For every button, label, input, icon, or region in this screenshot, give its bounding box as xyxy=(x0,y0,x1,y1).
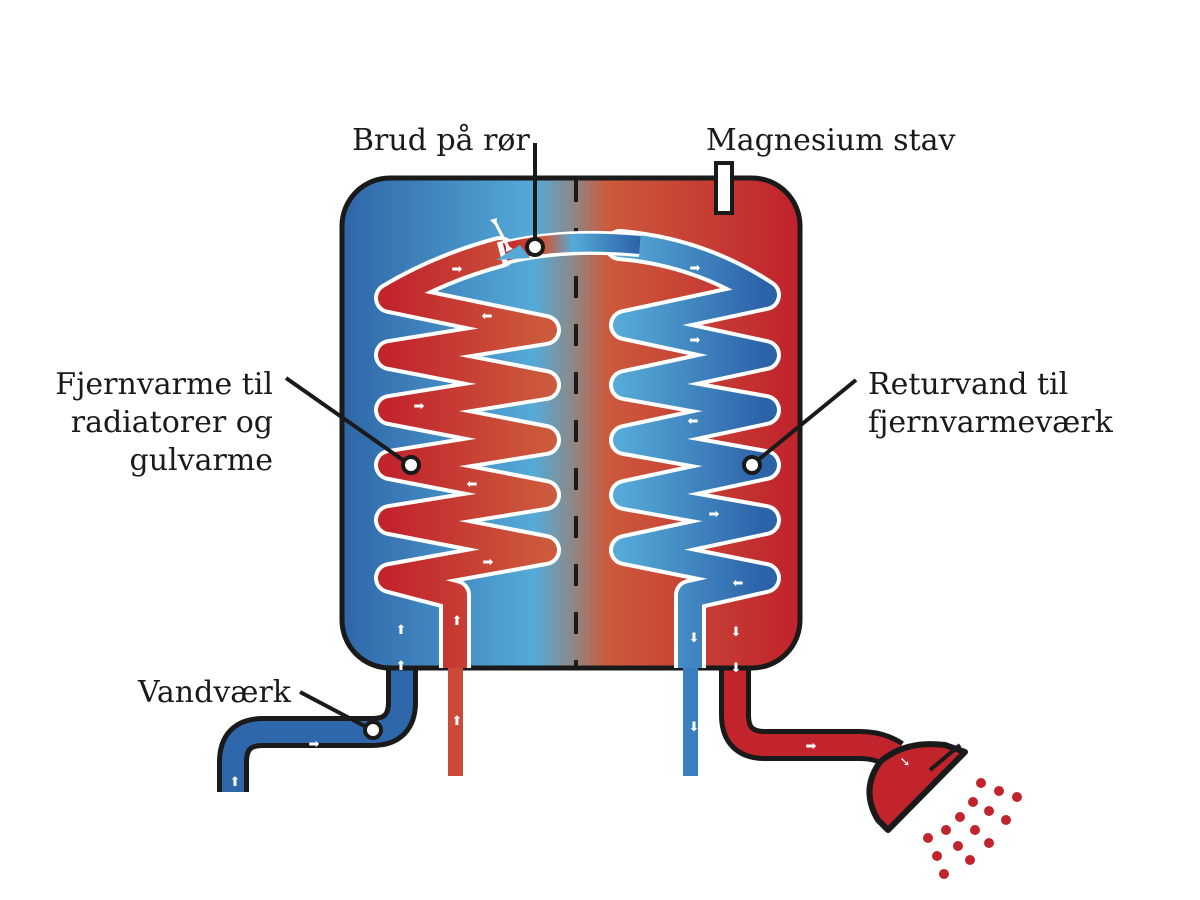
svg-text:⬆: ⬆ xyxy=(452,614,463,629)
svg-text:⬆: ⬆ xyxy=(396,659,407,674)
left-heat-exchanger-coil xyxy=(374,236,561,668)
right-heat-exchanger-coil xyxy=(604,229,781,668)
callout-dot-pipe-break xyxy=(525,237,545,257)
callout-lines xyxy=(284,143,858,732)
callout-dot-waterworks xyxy=(363,720,383,740)
svg-text:➘: ➘ xyxy=(900,755,911,770)
svg-text:⬅: ⬅ xyxy=(733,576,744,591)
supply-pipe-leg xyxy=(448,668,463,776)
svg-text:⬇: ⬇ xyxy=(689,631,700,646)
label-supply-line-3: gulvarme xyxy=(130,443,274,478)
svg-text:⬇: ⬇ xyxy=(731,661,742,676)
svg-text:➡: ➡ xyxy=(452,262,463,277)
hot-water-outlet-pipe xyxy=(719,650,904,769)
svg-text:⬆: ⬆ xyxy=(452,714,463,729)
svg-text:⬅: ⬅ xyxy=(482,309,493,324)
flow-arrows: ➡ ⬅ ➡ ⬅ ➡ ➡ ➡ ⬅ ➡ ⬅ ⬆ ⬆ ⬆ ⬆ ⬆ ➡ ⬇ ⬇ ⬇ ⬇ ➡ ➘ xyxy=(230,261,911,790)
svg-text:➡: ➡ xyxy=(709,507,720,522)
label-return-line-1: Returvand til xyxy=(868,367,1068,402)
callout-dot-return xyxy=(742,455,762,475)
svg-text:⬅: ⬅ xyxy=(467,477,478,492)
leak-spray xyxy=(496,245,530,260)
svg-text:➡: ➡ xyxy=(806,739,817,754)
svg-text:➡: ➡ xyxy=(483,555,494,570)
water-droplets xyxy=(923,778,1022,879)
svg-text:➡: ➡ xyxy=(414,399,425,414)
label-supply-line-1: Fjernvarme til xyxy=(55,367,273,402)
cold-water-inlet-pipe xyxy=(217,650,418,792)
label-waterworks: Vandværk xyxy=(137,675,292,710)
magnesium-rod xyxy=(714,161,734,215)
return-pipe-leg xyxy=(683,668,698,776)
svg-text:⬅: ⬅ xyxy=(688,414,699,429)
svg-text:⬆: ⬆ xyxy=(230,775,241,790)
label-magnesium-rod: Magnesium stav xyxy=(706,123,956,158)
label-supply-line-2: radiatorer og xyxy=(71,405,273,440)
callout-dot-supply xyxy=(401,455,421,475)
svg-text:⬇: ⬇ xyxy=(689,720,700,735)
svg-text:➡: ➡ xyxy=(690,333,701,348)
leak-arrow xyxy=(493,221,510,248)
svg-text:➡: ➡ xyxy=(309,737,320,752)
svg-text:⬇: ⬇ xyxy=(731,625,742,640)
svg-text:⬆: ⬆ xyxy=(396,623,407,638)
label-pipe-break: Brud på rør xyxy=(352,123,530,158)
label-return-line-2: fjernvarmeværk xyxy=(868,405,1114,440)
shower-head xyxy=(866,741,968,833)
svg-text:➡: ➡ xyxy=(690,261,701,276)
